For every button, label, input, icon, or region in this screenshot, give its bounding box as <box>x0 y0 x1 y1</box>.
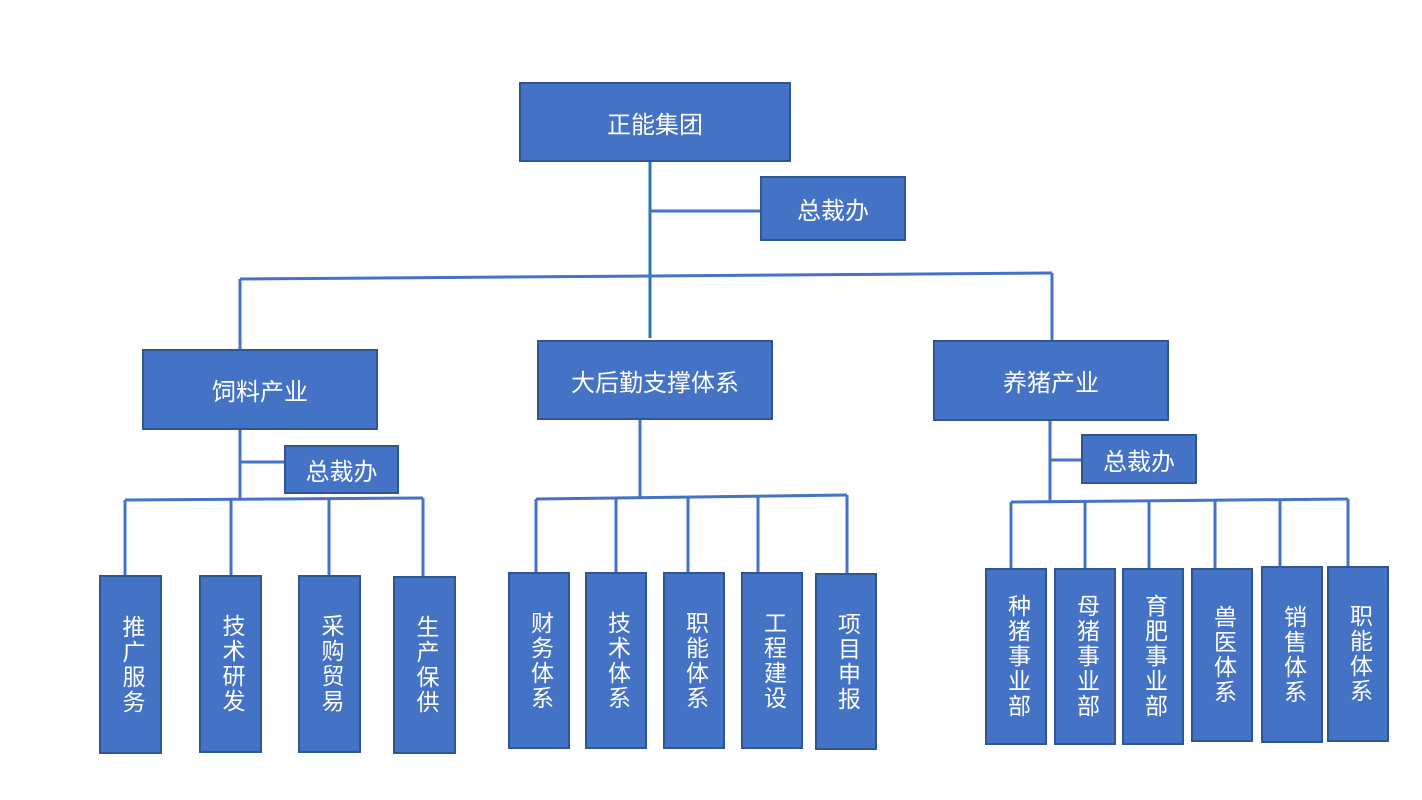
node-unit-label: 项目申报 <box>833 611 860 712</box>
connector-division-3-bar <box>1010 497 1349 504</box>
connector-top-bar <box>239 271 1053 281</box>
node-unit-3-5: 销售体系 <box>1261 566 1323 743</box>
node-unit-2-4: 工程建设 <box>741 572 803 749</box>
node-unit-1-1: 推广服务 <box>99 575 162 754</box>
node-unit-label: 母猪事业部 <box>1072 594 1099 719</box>
node-unit-2-1: 财务体系 <box>508 572 570 749</box>
node-root-office: 总裁办 <box>760 176 906 241</box>
node-unit-label: 财务体系 <box>526 610 553 711</box>
node-division-3-office: 总裁办 <box>1081 434 1197 484</box>
node-unit-3-1: 种猪事业部 <box>985 568 1047 745</box>
node-unit-2-5: 项目申报 <box>815 573 877 750</box>
node-division-1-label: 饲料产业 <box>212 378 308 406</box>
node-unit-label: 销售体系 <box>1279 604 1306 705</box>
node-unit-label: 育肥事业部 <box>1140 594 1167 719</box>
node-unit-3-4: 兽医体系 <box>1191 568 1253 742</box>
node-division-3-office-label: 总裁办 <box>1103 447 1175 476</box>
node-root: 正能集团 <box>519 82 791 162</box>
node-unit-label: 推广服务 <box>118 614 144 715</box>
node-unit-1-2: 技术研发 <box>199 575 262 753</box>
node-division-3: 养猪产业 <box>933 340 1169 421</box>
node-root-office-label: 总裁办 <box>797 197 869 225</box>
connector-division-1-bar <box>124 496 424 502</box>
node-division-2-label: 大后勤支撑体系 <box>571 368 739 397</box>
node-division-3-label: 养猪产业 <box>1003 369 1099 397</box>
node-unit-2-3: 职能体系 <box>663 572 725 749</box>
node-unit-3-6: 职能体系 <box>1327 566 1389 742</box>
node-unit-3-3: 育肥事业部 <box>1122 568 1184 745</box>
node-unit-1-4: 生产保供 <box>393 576 456 754</box>
node-division-1-office-label: 总裁办 <box>305 458 378 486</box>
node-unit-label: 种猪事业部 <box>1003 594 1030 719</box>
node-root-label: 正能集团 <box>607 110 703 139</box>
node-division-1: 饲料产业 <box>142 349 378 430</box>
node-unit-label: 生产保供 <box>412 615 438 715</box>
node-unit-label: 职能体系 <box>1345 604 1372 704</box>
node-unit-label: 技术研发 <box>218 614 244 714</box>
node-unit-3-2: 母猪事业部 <box>1054 568 1116 745</box>
node-unit-label: 技术体系 <box>603 610 630 711</box>
node-unit-label: 采购贸易 <box>317 614 343 714</box>
node-unit-label: 兽医体系 <box>1209 605 1236 705</box>
node-unit-label: 工程建设 <box>759 610 786 711</box>
connector-division-2-bar <box>535 493 848 501</box>
node-unit-label: 职能体系 <box>681 610 708 711</box>
node-unit-2-2: 技术体系 <box>585 572 647 749</box>
node-division-2: 大后勤支撑体系 <box>537 340 773 420</box>
node-unit-1-3: 采购贸易 <box>298 575 361 753</box>
node-division-1-office: 总裁办 <box>284 445 399 494</box>
